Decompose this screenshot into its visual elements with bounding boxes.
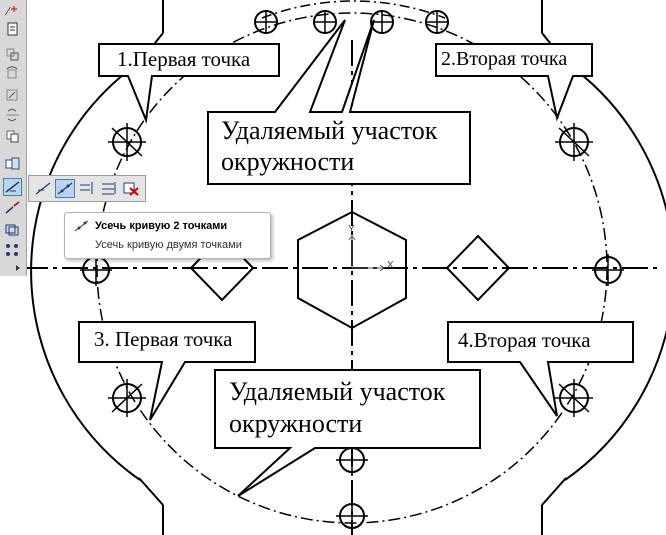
trim-subtoolbar <box>28 175 146 202</box>
coord-y-label: Y <box>348 224 355 235</box>
callout-removed-bottom-line1: Удаляемый участок <box>229 377 446 406</box>
callout-2-box <box>435 43 593 122</box>
callout-3-box <box>78 321 256 421</box>
tooltip-description: Усечь кривую двумя точками <box>95 239 242 251</box>
callout-removed-top-line2: окружности <box>221 147 355 176</box>
callout-removed-bottom-line2: окружности <box>229 409 363 438</box>
table-icon[interactable] <box>3 20 22 38</box>
offset-icon[interactable] <box>3 220 22 238</box>
array-icon[interactable] <box>3 241 22 259</box>
callout-4-box <box>447 321 634 417</box>
rotate-icon[interactable] <box>3 65 22 83</box>
main-circle-arc-left <box>30 61 141 481</box>
coord-x-label: X <box>387 260 394 271</box>
diamond-right <box>445 234 511 302</box>
main-circle-arc-top <box>261 0 446 19</box>
callout-removed-top-line1: Удаляемый участок <box>221 116 438 145</box>
extend-to-object-icon[interactable] <box>77 179 97 198</box>
move-icon[interactable] <box>3 45 22 63</box>
delete-part-icon[interactable] <box>121 179 141 198</box>
edit-toolbar: ⁄ <box>0 0 27 276</box>
break-icon[interactable] <box>3 199 22 217</box>
tooltip: Усечь кривую 2 точками Усечь кривую двум… <box>64 212 271 259</box>
tooltip-title: Усечь кривую 2 точками <box>95 220 228 232</box>
expand-icon[interactable] <box>3 262 22 274</box>
copy-icon[interactable] <box>3 127 22 145</box>
trim-curve-2points-icon[interactable] <box>55 179 75 198</box>
deform-icon[interactable] <box>3 155 22 173</box>
callout-4-text: 4.Вторая точка <box>458 328 591 352</box>
trim-curve-icon[interactable] <box>3 178 22 196</box>
callout-2-text: 2.Вторая точка <box>441 48 568 70</box>
main-circle-arc-right <box>564 61 666 481</box>
housing-left-lower2 <box>138 477 164 506</box>
housing-right-lower2 <box>541 477 567 506</box>
symmetry-icon[interactable] <box>3 106 22 124</box>
scale-icon[interactable] <box>3 86 22 104</box>
svg-text:⁄: ⁄ <box>4 5 11 18</box>
segment-icon[interactable]: ⁄ <box>3 2 22 20</box>
callout-removed-bottom-box <box>214 369 481 497</box>
callout-removed-top-box <box>207 19 471 185</box>
align-by-segment-icon[interactable] <box>99 179 119 198</box>
trim-curve-icon[interactable] <box>33 179 53 198</box>
callout-1-text: 1.Первая точка <box>117 47 251 71</box>
callout-1-box <box>98 43 280 124</box>
callout-3-text: 3. Первая точка <box>94 327 233 351</box>
